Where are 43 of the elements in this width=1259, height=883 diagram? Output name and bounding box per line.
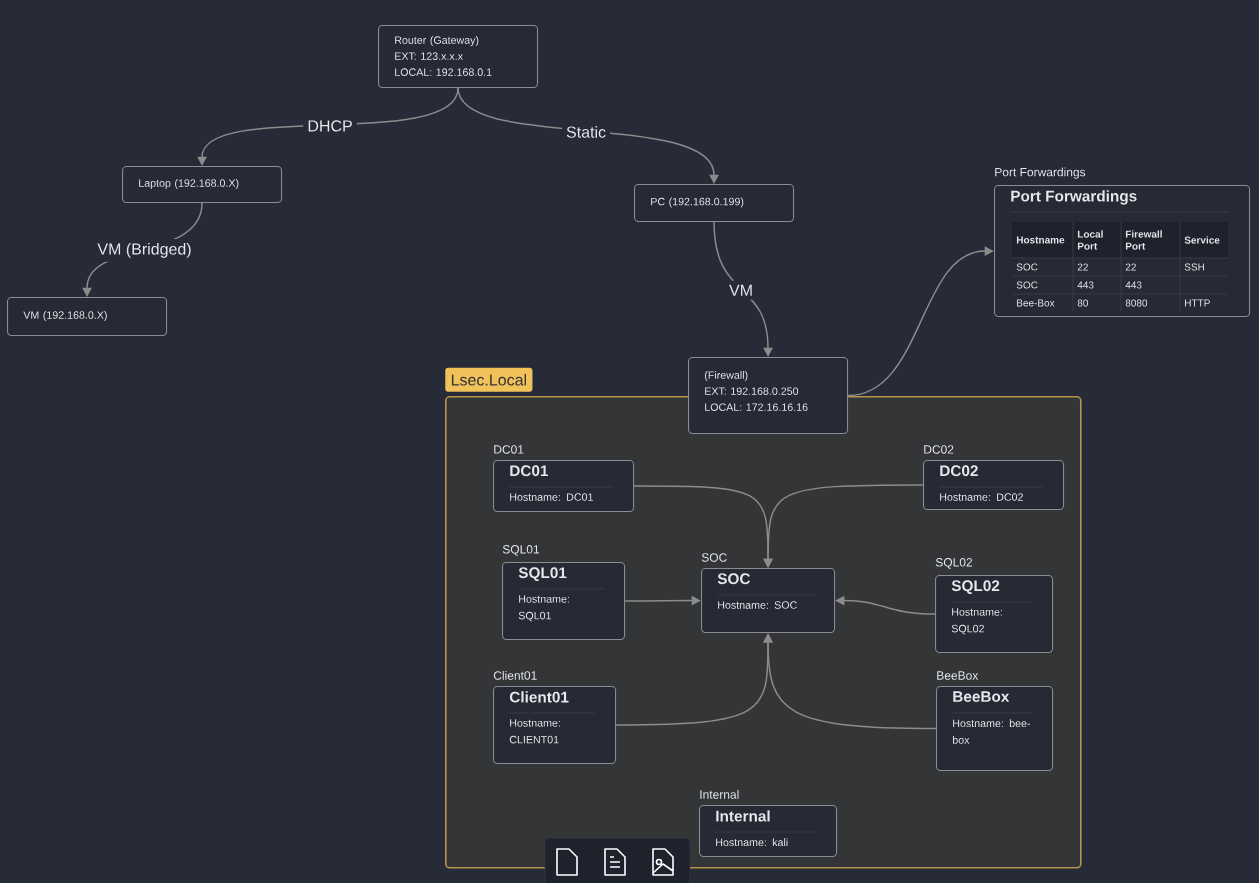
- table-cell: HTTP: [1185, 299, 1210, 307]
- table-cell: Bee-Box: [1017, 299, 1055, 307]
- table-cell: 22: [1125, 263, 1136, 271]
- table-cell: Firewall Port: [1125, 230, 1162, 250]
- server-card: SQL01 Hostname: SQL01: [502, 562, 626, 641]
- table-cell: Hostname: [1016, 236, 1065, 244]
- group-tag: Lsec.Local: [445, 367, 533, 392]
- node-caption: DC01: [494, 445, 524, 454]
- node-caption: Client01: [493, 670, 537, 680]
- table-cell: 8080: [1125, 299, 1148, 307]
- node-caption: DC02: [924, 445, 954, 454]
- server-card: SOC Hostname: SOC: [701, 568, 836, 634]
- server-card: BeeBox Hostname: bee-box: [936, 686, 1054, 772]
- node-caption: SQL02: [935, 558, 973, 569]
- node-caption: Port Forwardings: [995, 167, 1086, 179]
- node-caption: Internal: [700, 789, 739, 799]
- edge-label: VM (Bridged): [93, 238, 196, 262]
- device-box: (Firewall) EXT: 192.168.0.250 LOCAL: 172.16.16.16: [688, 357, 849, 435]
- server-card: DC01 Hostname: DC01: [493, 460, 635, 513]
- server-card: DC02 Hostname: DC02: [923, 460, 1065, 511]
- server-card: Client01 Hostname: CLIENT01: [493, 686, 617, 765]
- device-box: Router (Gateway) EXT: 123.x.x.x LOCAL: 192.168.0.1: [378, 25, 539, 89]
- table-cell: Service: [1184, 236, 1220, 244]
- arrow: [847, 246, 994, 397]
- device-box: Laptop (192.168.0.X): [122, 166, 283, 204]
- edge-label: Static: [562, 122, 611, 142]
- node-caption: SOC: [701, 553, 727, 562]
- node-caption: BeeBox: [937, 671, 979, 680]
- arrow: [763, 484, 924, 568]
- device-box: PC (192.168.0.199): [634, 184, 795, 223]
- device-box: VM (192.168.0.X): [7, 297, 168, 337]
- table-cell: 443: [1077, 281, 1094, 289]
- server-card: Internal Hostname: kali: [699, 805, 838, 858]
- table-cell: 443: [1125, 281, 1142, 289]
- table-cell: SSH: [1184, 263, 1204, 271]
- table-cell: SOC: [1016, 281, 1038, 289]
- table-cell: Local Port: [1077, 230, 1103, 250]
- edge-label: DHCP: [303, 116, 357, 136]
- table-cell: SOC: [1016, 263, 1038, 271]
- table-cell: 80: [1077, 299, 1088, 307]
- server-card: SQL02 Hostname: SQL02: [935, 575, 1054, 654]
- table-cell: 22: [1077, 263, 1088, 271]
- node-caption: SQL01: [502, 545, 540, 556]
